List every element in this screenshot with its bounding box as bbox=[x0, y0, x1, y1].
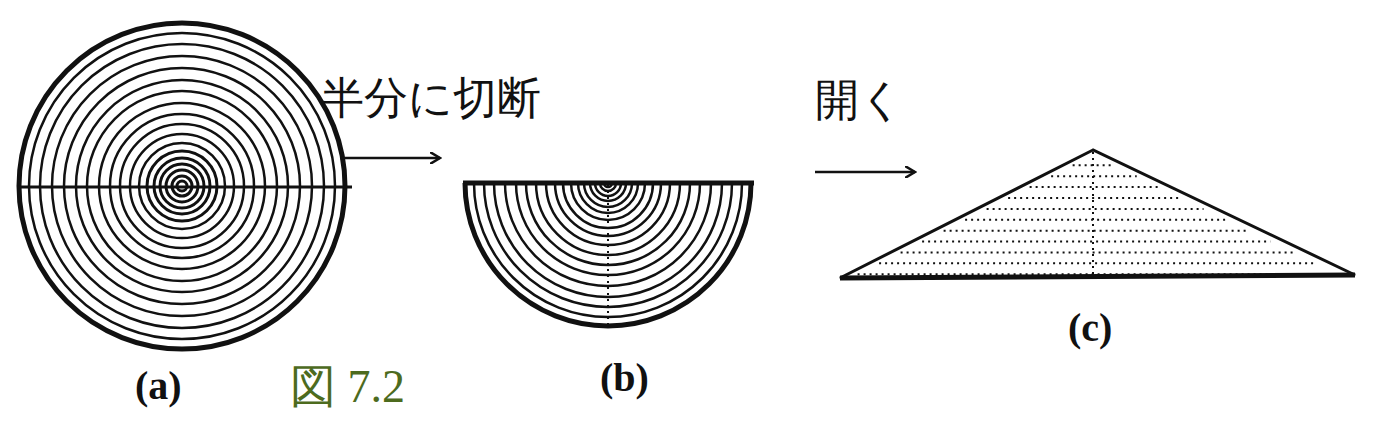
dotted-axis bbox=[1092, 152, 1094, 274]
dotted-ring bbox=[987, 208, 1204, 210]
dotted-ring bbox=[879, 262, 1315, 264]
dotted-ring bbox=[1030, 186, 1159, 188]
dotted-ring bbox=[922, 241, 1270, 243]
figure-caption: 図 7.2 bbox=[290, 364, 405, 410]
dotted-ring bbox=[1008, 197, 1181, 199]
cut-edge bbox=[463, 181, 754, 186]
panel-label: (b) bbox=[600, 358, 649, 398]
dotted-ring bbox=[965, 219, 1226, 221]
half-ring bbox=[571, 183, 645, 220]
half-ring bbox=[465, 183, 751, 326]
dotted-ring bbox=[944, 230, 1248, 232]
half-ring bbox=[536, 183, 680, 255]
dotted-axis bbox=[607, 185, 609, 324]
panel-label: (c) bbox=[1068, 308, 1112, 348]
opened-triangle bbox=[840, 150, 1355, 278]
panel-label: (a) bbox=[135, 366, 182, 406]
step-label: 開く bbox=[815, 78, 904, 122]
arrow bbox=[815, 171, 915, 174]
dotted-ring bbox=[901, 251, 1293, 253]
arrow bbox=[340, 157, 440, 160]
triangle-base bbox=[840, 275, 1355, 278]
step-label: 半分に切断 bbox=[320, 76, 541, 120]
dotted-rings bbox=[858, 165, 1338, 274]
half-rings bbox=[465, 183, 751, 326]
cut-line bbox=[18, 186, 352, 189]
